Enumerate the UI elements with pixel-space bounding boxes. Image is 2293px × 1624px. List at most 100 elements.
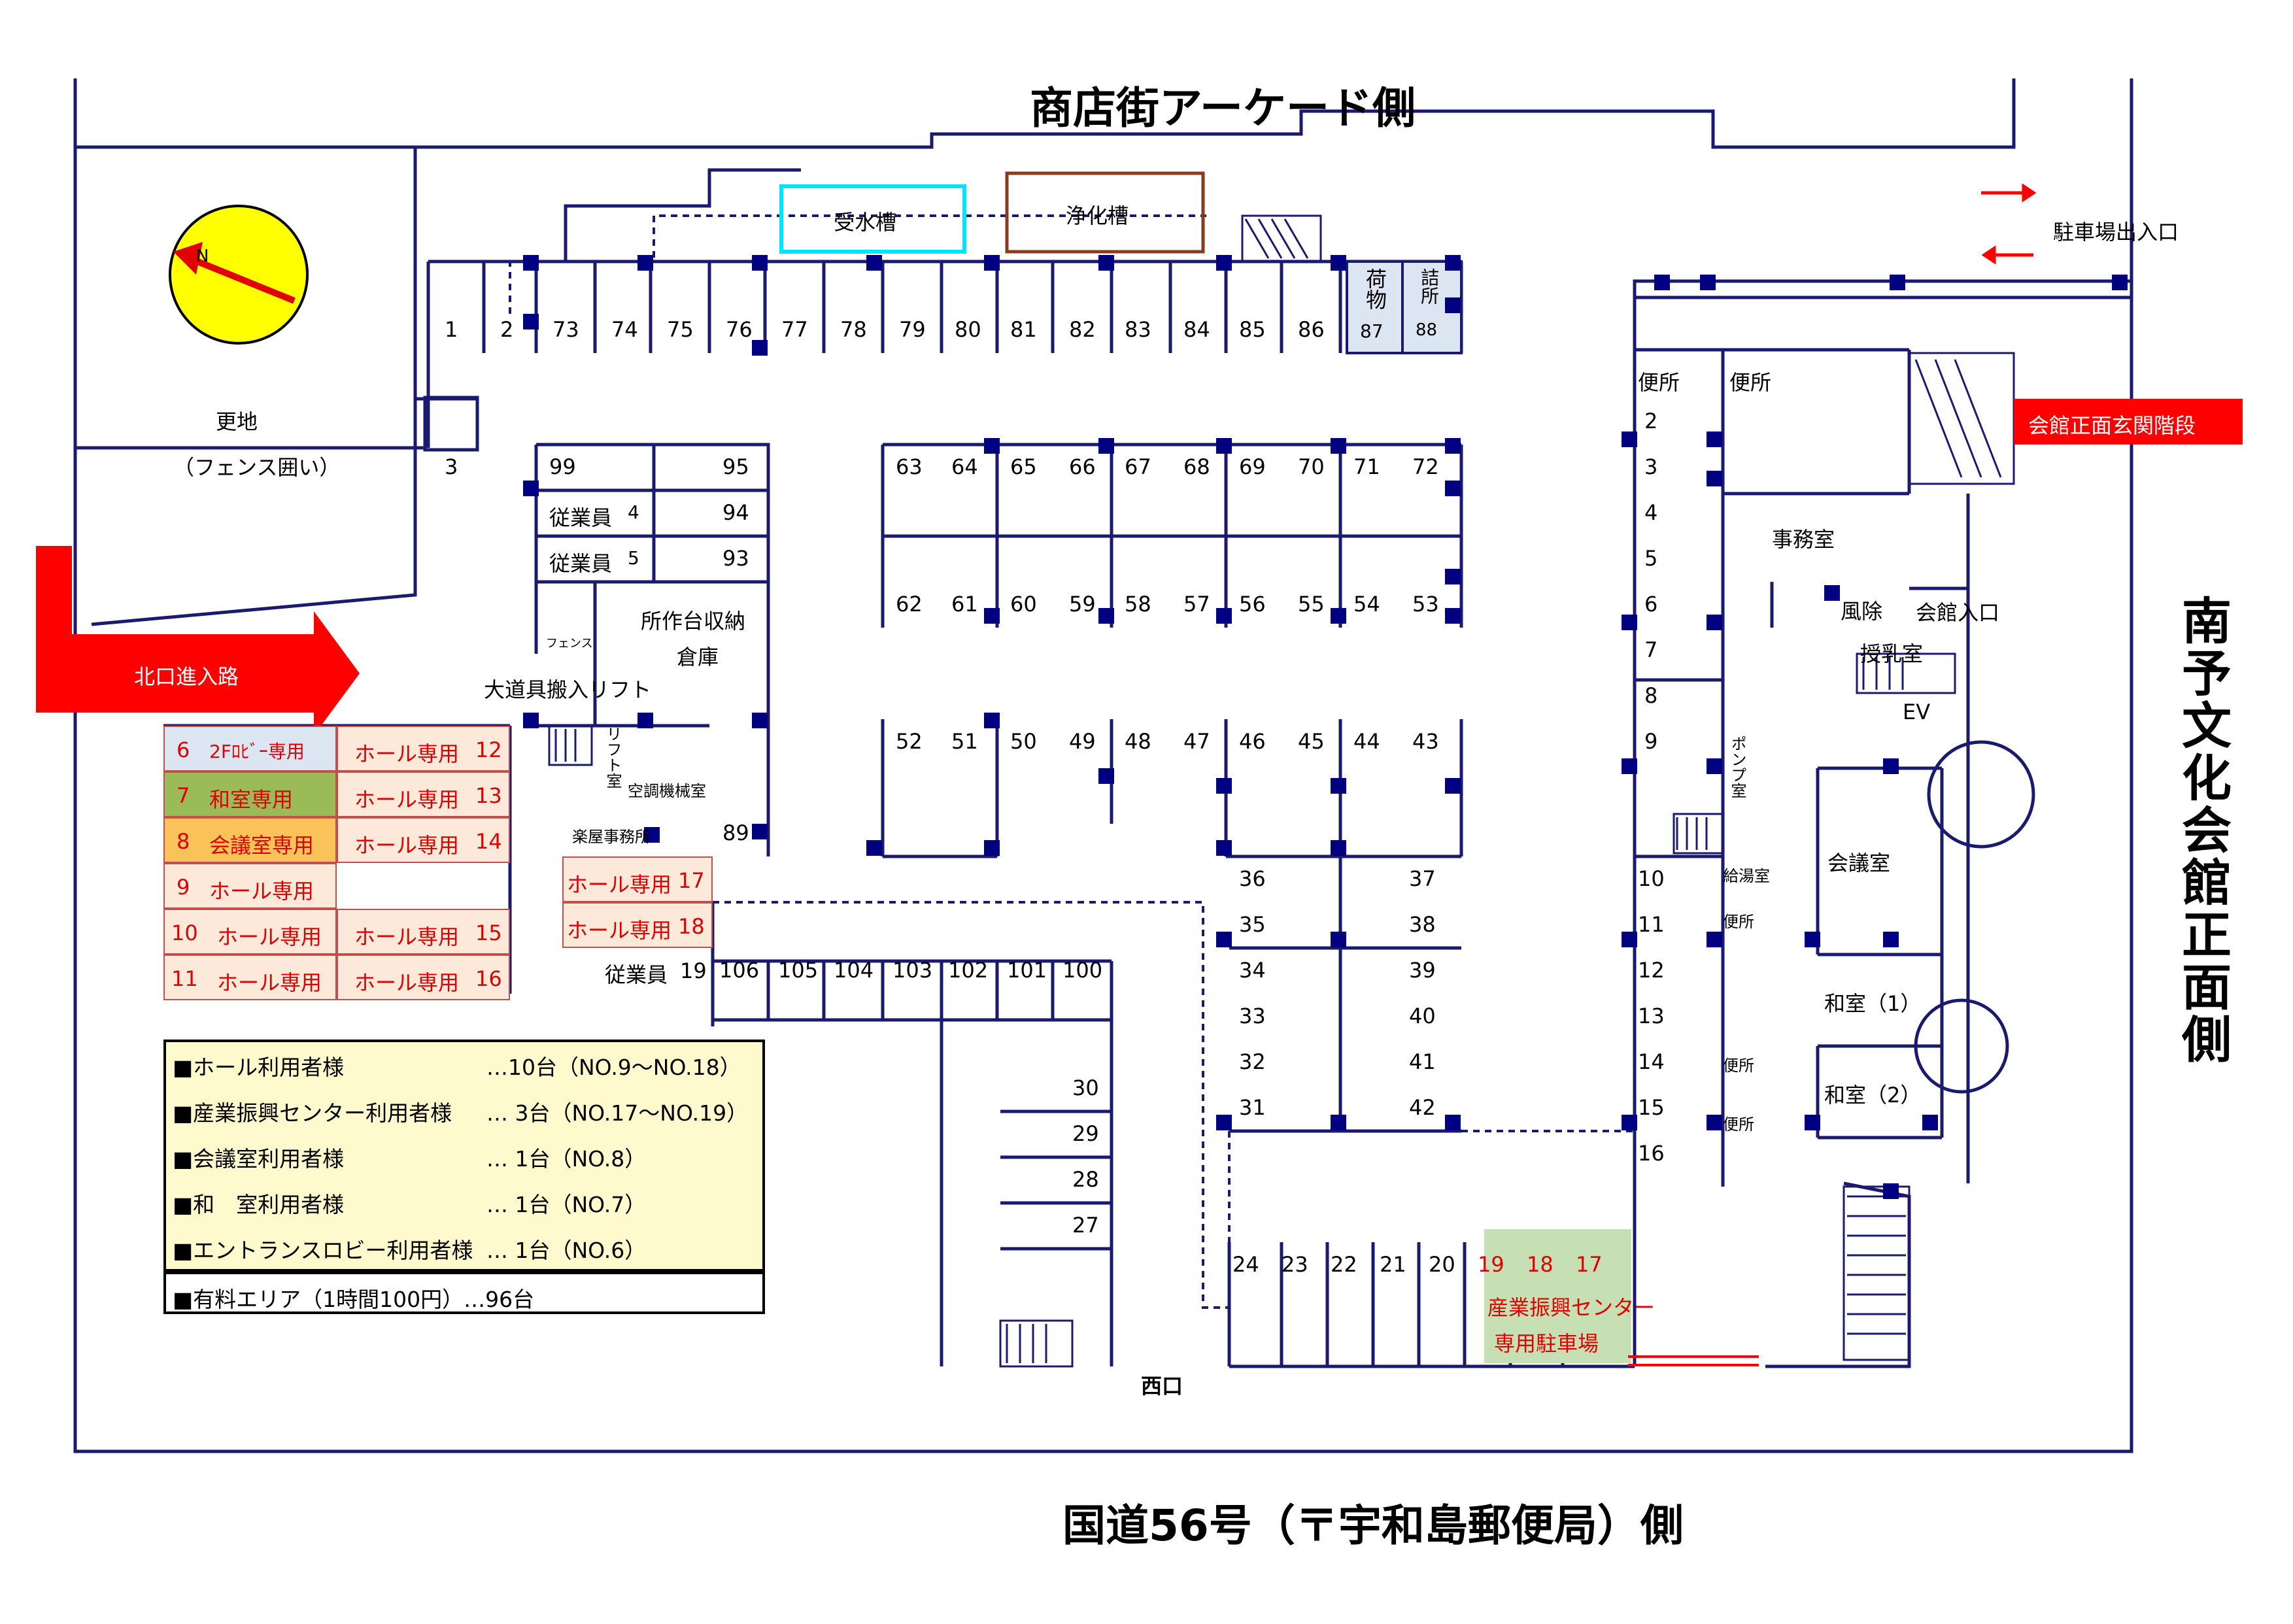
space-number: 17	[678, 868, 705, 893]
paid-area-box: ■有料エリア（1時間100円）…96台	[163, 1272, 765, 1314]
space-number: 7	[177, 783, 190, 808]
toilet-label-2: 便所	[1729, 370, 1772, 395]
space-55: 55	[1298, 592, 1325, 617]
space-74: 74	[611, 317, 638, 342]
space-40: 40	[1409, 1004, 1436, 1028]
legend-count-industry: … 3台（NO.17～NO.19）	[486, 1100, 749, 1126]
space-39: 39	[1409, 958, 1436, 983]
space-27: 27	[1072, 1213, 1099, 1238]
space-101: 101	[1007, 958, 1047, 983]
space-r11: 11	[1638, 912, 1665, 937]
industry-parking-label-2: 専用駐車場	[1494, 1331, 1599, 1356]
reserved-space-12: ホール専用 12	[337, 726, 510, 771]
space-103: 103	[892, 958, 933, 983]
legend-count-lobby: … 1台（NO.6）	[486, 1238, 647, 1263]
space-59: 59	[1069, 592, 1096, 617]
japanese-room1-label: 和室（1）	[1824, 991, 1922, 1016]
space-r12: 12	[1638, 958, 1665, 983]
space-label: ホール専用	[567, 918, 672, 943]
space-number: 18	[678, 914, 705, 939]
space-48: 48	[1125, 729, 1151, 754]
hall-entrance-label: 会館入口	[1916, 600, 2000, 625]
space-38: 38	[1409, 912, 1436, 937]
cargo-label: 荷物	[1363, 268, 1387, 310]
space-r14: 14	[1638, 1049, 1665, 1074]
space-76: 76	[726, 317, 753, 342]
receiving-tank-label: 受水槽	[834, 210, 897, 235]
windbreak-label: 風除	[1841, 599, 1883, 624]
storage-label: 所作台収納	[641, 609, 746, 634]
space-number: 15	[475, 921, 502, 945]
ev-label: EV	[1903, 700, 1931, 724]
space-72: 72	[1412, 454, 1439, 479]
space-number: 13	[475, 783, 502, 808]
lift-room-label: リフト室	[603, 726, 622, 788]
space-54: 54	[1353, 592, 1380, 617]
space-89: 89	[722, 820, 749, 845]
space-78: 78	[840, 317, 867, 342]
toilet-label-5: 便所	[1723, 1115, 1754, 1134]
reserved-space-4: 従業員 4	[539, 494, 654, 533]
space-57: 57	[1183, 592, 1210, 617]
space-46: 46	[1239, 729, 1266, 754]
space-47: 47	[1183, 729, 1210, 754]
space-r5: 5	[1644, 546, 1658, 571]
space-100: 100	[1062, 958, 1103, 983]
legend-item-industry: ■産業振興センター利用者様	[173, 1100, 452, 1126]
space-66: 66	[1069, 454, 1096, 479]
reserved-space-19: 従業員 19	[562, 948, 713, 994]
toilet-label-4: 便所	[1723, 1057, 1754, 1075]
office-label: 事務室	[1772, 527, 1835, 552]
space-21: 21	[1380, 1252, 1406, 1277]
space-37: 37	[1409, 866, 1436, 891]
ac-room-label: 空調機械室	[628, 782, 706, 800]
space-20: 20	[1429, 1252, 1455, 1277]
reserved-space-13: ホール専用 13	[337, 771, 510, 817]
paid-area-label: ■有料エリア（1時間100円）…96台	[173, 1287, 535, 1312]
space-1: 1	[445, 317, 458, 342]
space-60: 60	[1010, 592, 1037, 617]
top-side-label: 商店街アーケード側	[1030, 83, 1416, 133]
space-94: 94	[722, 500, 749, 525]
main-stairs-badge: 会館正面玄関階段	[2014, 399, 2243, 445]
space-105: 105	[778, 958, 819, 983]
reserved-space-6: 6 2Fﾛﾋﾞｰ専用	[163, 726, 337, 771]
legend-item-meeting: ■会議室利用者様	[173, 1146, 345, 1172]
reserved-space-8: 8 会議室専用	[163, 817, 337, 863]
space-82: 82	[1069, 317, 1096, 342]
space-label: 2Fﾛﾋﾞｰ専用	[209, 741, 305, 762]
space-label: 従業員	[549, 505, 613, 530]
backstage-office-label: 楽屋事務所	[572, 828, 651, 846]
north-entry-label: 北口進入路	[134, 664, 239, 689]
space-label: ホール専用	[354, 924, 460, 949]
space-49: 49	[1069, 729, 1096, 754]
svg-text:N: N	[196, 246, 209, 266]
space-79: 79	[899, 317, 926, 342]
space-28: 28	[1072, 1167, 1099, 1192]
space-50: 50	[1010, 729, 1037, 754]
space-52: 52	[896, 729, 923, 754]
space-93: 93	[722, 546, 749, 571]
reserved-space-9: 9 ホール専用	[163, 863, 337, 909]
reserved-space-11: 11 ホール専用	[163, 955, 337, 1000]
lift-label: 大道具搬入リフト	[484, 677, 652, 702]
space-77: 77	[781, 317, 808, 342]
space-104: 104	[834, 958, 874, 983]
space-68: 68	[1183, 454, 1210, 479]
space-number: 19	[680, 958, 707, 983]
compass-icon: N	[169, 205, 309, 345]
space-29: 29	[1072, 1121, 1099, 1146]
industry-parking-label-1: 産業振興センター	[1487, 1295, 1656, 1320]
space-86: 86	[1298, 317, 1325, 342]
space-label: ホール専用	[217, 970, 322, 995]
space-r15: 15	[1638, 1095, 1665, 1120]
legend-box: ■ホール利用者様 …10台（NO.9～NO.18） ■産業振興センター利用者様 …	[163, 1040, 765, 1272]
space-r4: 4	[1644, 500, 1658, 525]
space-67: 67	[1125, 454, 1151, 479]
space-44: 44	[1353, 729, 1380, 754]
space-r10: 10	[1638, 866, 1665, 891]
legend-count-meeting: … 1台（NO.8）	[486, 1146, 647, 1172]
space-2: 2	[500, 317, 514, 342]
space-label: 会議室専用	[209, 833, 314, 858]
warehouse-label: 倉庫	[677, 645, 719, 669]
